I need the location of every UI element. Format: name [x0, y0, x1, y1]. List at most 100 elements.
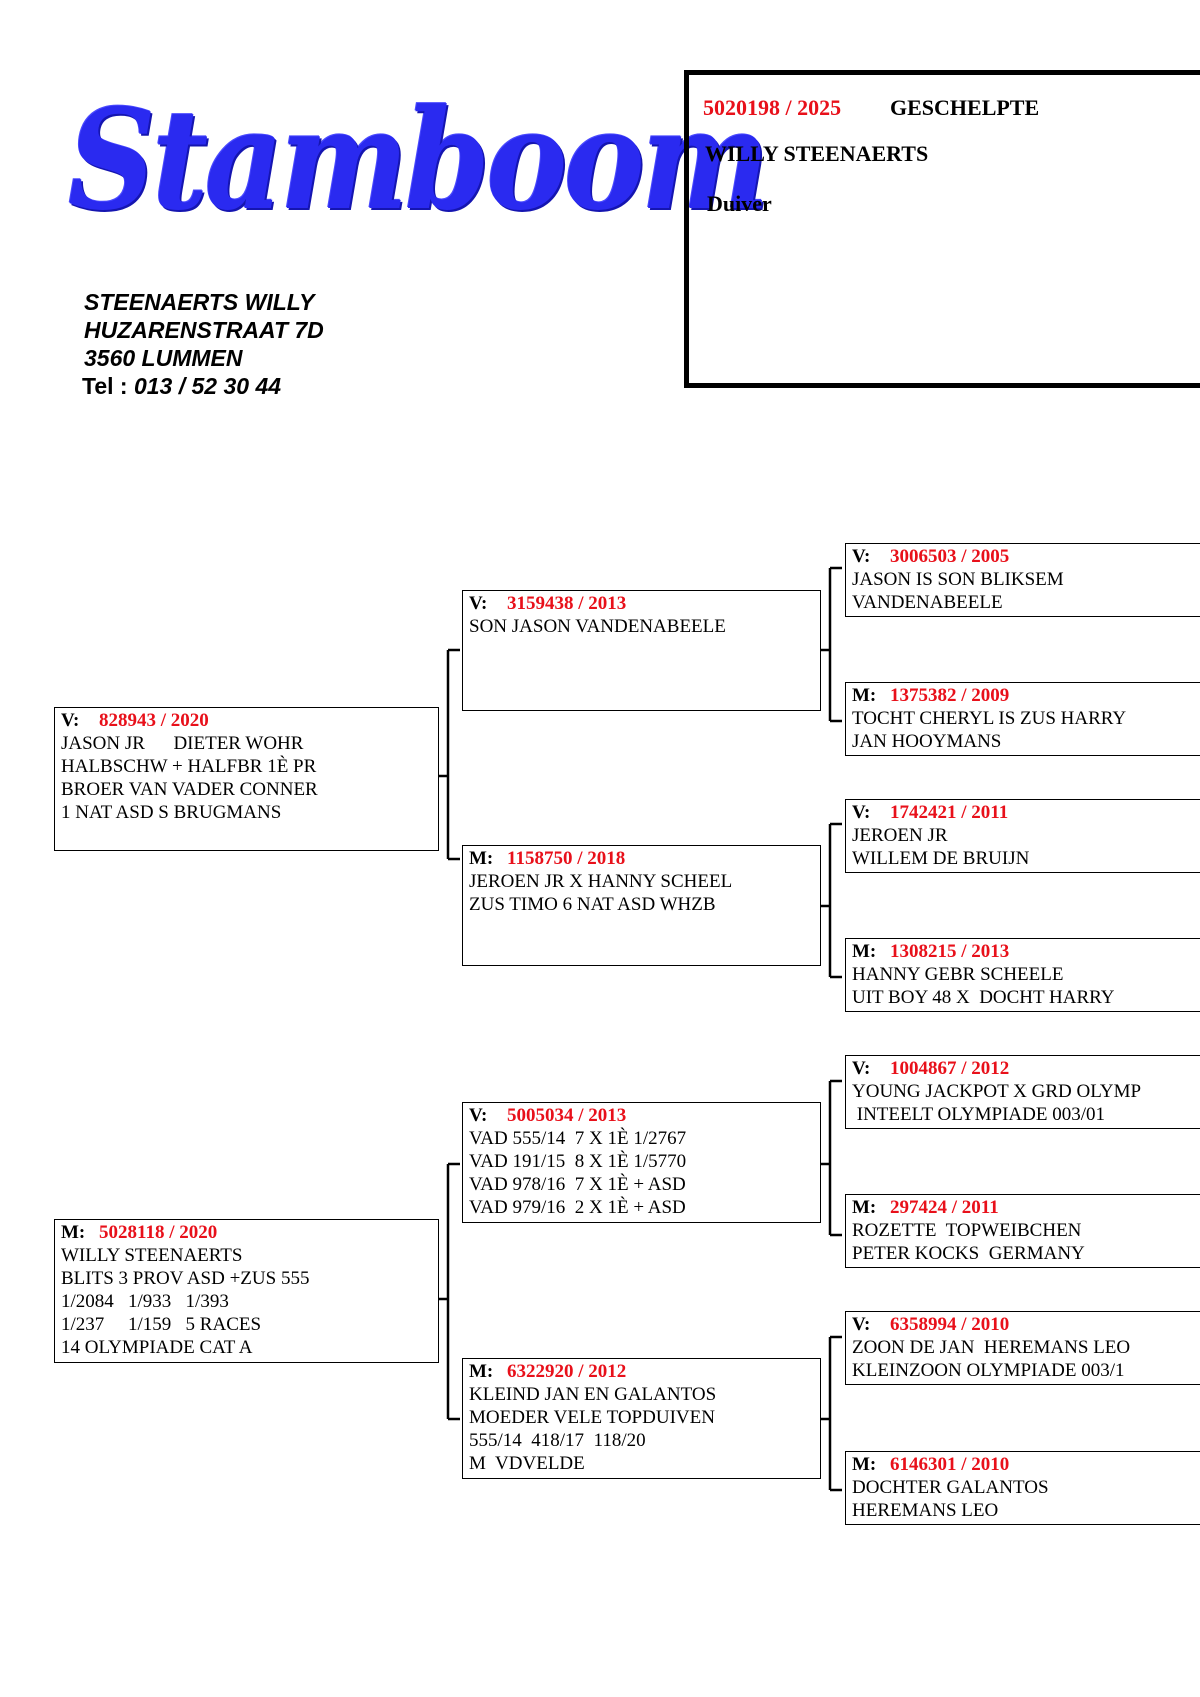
great-grandparent-card-fmm: M: 1308215 / 2013 HANNY GEBR SCHEELE UIT …: [845, 938, 1200, 1012]
mf-header: V: 5005034 / 2013: [469, 1104, 814, 1127]
ffm-line: TOCHT CHERYL IS ZUS HARRY: [852, 708, 1127, 729]
father-line: 1 NAT ASD S BRUGMANS: [61, 802, 282, 823]
mmf-line: KLEINZOON OLYMPIADE 003/1: [852, 1360, 1125, 1381]
mother-line: 14 OLYMPIADE CAT A: [61, 1337, 253, 1358]
mm-ring: 6322920 / 2012: [507, 1361, 627, 1382]
mmm-line: DOCHTER GALANTOS: [852, 1477, 1049, 1498]
grandmother-maternal-card: M:6322920 / 2012 KLEIND JAN EN GALANTOS …: [462, 1358, 821, 1479]
connector-mm: [820, 1335, 842, 1492]
father-line: HALBSCHW + HALFBR 1È PR: [61, 756, 317, 777]
mother-line: 1/2084 1/933 1/393: [61, 1291, 229, 1312]
great-grandparent-card-ffm: M:1375382 / 2009 TOCHT CHERYL IS ZUS HAR…: [845, 682, 1200, 756]
mother-label: M:: [61, 1222, 86, 1243]
ffm-ring: 1375382 / 2009: [890, 685, 1010, 706]
mf-line: VAD 979/16 2 X 1È + ASD: [469, 1197, 686, 1218]
great-grandparent-card-mfm: M: 297424 / 2011 ROZETTE TOPWEIBCHEN PETE…: [845, 1194, 1200, 1268]
address-street: HUZARENSTRAAT 7D: [84, 317, 324, 343]
mf-ring: 5005034 / 2013: [507, 1105, 627, 1126]
mm-line: MOEDER VELE TOPDUIVEN: [469, 1407, 715, 1428]
mm-line: M VDVELDE: [469, 1453, 585, 1474]
mmf-label: V:: [852, 1314, 871, 1335]
mm-line: 555/14 418/17 118/20: [469, 1430, 646, 1451]
mother-card: M: 5028118 / 2020 WILLY STEENAERTS BLITS …: [54, 1219, 439, 1363]
grandfather-maternal-card: V: 5005034 / 2013 VAD 555/14 7 X 1È 1/276…: [462, 1102, 821, 1223]
fm-ring: 1158750 / 2018: [507, 848, 626, 869]
ff-line: SON JASON VANDENABEELE: [469, 616, 726, 637]
mff-label: V:: [852, 1058, 871, 1079]
connector-ff: [820, 566, 842, 723]
mother-line: WILLY STEENAERTS: [61, 1245, 243, 1266]
mm-line: KLEIND JAN EN GALANTOS: [469, 1384, 717, 1405]
father-label: V:: [61, 710, 80, 731]
mother-line: BLITS 3 PROV ASD +ZUS 555: [61, 1268, 310, 1289]
mm-header: M: 6322920 / 2012: [469, 1360, 814, 1383]
fmm-line: UIT BOY 48 X DOCHT HARRY: [852, 987, 1115, 1008]
great-grandparent-card-mmm: M: 6146301 / 2010 DOCHTER GALANTOS HEREMA…: [845, 1451, 1200, 1525]
grandmother-paternal-card: M: 1158750 / 2018 JEROEN JR X HANNY SCHEE…: [462, 845, 821, 966]
mmm-label: M:: [852, 1454, 877, 1475]
fmm-ring: 1308215 / 2013: [890, 941, 1010, 962]
fff-line: VANDENABEELE: [852, 592, 1003, 613]
ff-label: V:: [469, 593, 488, 614]
pigeon-owner: WILLY STEENAERTS: [705, 141, 929, 166]
mother-ring: 5028118 / 2020: [99, 1222, 218, 1243]
mmm-line: HEREMANS LEO: [852, 1500, 999, 1521]
mff-header: V: 1004867 / 2012: [852, 1057, 1194, 1080]
ffm-header: M:1375382 / 2009: [852, 684, 1194, 707]
fm-line: ZUS TIMO 6 NAT ASD WHZB: [469, 894, 716, 915]
mmm-header: M: 6146301 / 2010: [852, 1453, 1194, 1476]
address-name: STEENAERTS WILLY: [84, 289, 315, 315]
ffm-line: JAN HOOYMANS: [852, 731, 1002, 752]
fm-line: JEROEN JR X HANNY SCHEEL: [469, 871, 733, 892]
fff-header: V:3006503 / 2005: [852, 545, 1194, 568]
fmf-line: WILLEM DE BRUIJN: [852, 848, 1030, 869]
father-line: BROER VAN VADER CONNER: [61, 779, 318, 800]
mf-line: VAD 555/14 7 X 1È 1/2767: [469, 1128, 687, 1149]
connector-mf: [820, 1079, 842, 1237]
mother-header: M: 5028118 / 2020: [61, 1221, 432, 1244]
connector-mother: [438, 1162, 460, 1421]
phone-label: Tel :: [82, 373, 128, 399]
mm-label: M:: [469, 1361, 494, 1382]
fmm-line: HANNY GEBR SCHEELE: [852, 964, 1064, 985]
mfm-header: M: 297424 / 2011: [852, 1196, 1194, 1219]
connector-father: [438, 648, 460, 861]
fff-line: JASON IS SON BLIKSEM: [852, 569, 1064, 590]
fmf-label: V:: [852, 802, 871, 823]
mmm-ring: 6146301 / 2010: [890, 1454, 1010, 1475]
ff-ring: 3159438 / 2013: [507, 593, 627, 614]
mf-label: V:: [469, 1105, 488, 1126]
mf-line: VAD 191/15 8 X 1È 1/5770: [469, 1151, 687, 1172]
mmf-ring: 6358994 / 2010: [890, 1314, 1010, 1335]
fmm-label: M:: [852, 941, 877, 962]
great-grandparent-card-mff: V: 1004867 / 2012 YOUNG JACKPOT X GRD OLY…: [845, 1055, 1200, 1129]
pigeon-color: GESCHELPTE: [890, 95, 1040, 120]
father-header: V:828943 / 2020: [61, 709, 432, 732]
fm-label: M:: [469, 848, 494, 869]
mfm-line: PETER KOCKS GERMANY: [852, 1243, 1085, 1264]
fmf-ring: 1742421 / 2011: [890, 802, 1009, 823]
mf-line: VAD 978/16 7 X 1È + ASD: [469, 1174, 686, 1195]
phone-number: 013 / 52 30 44: [127, 373, 282, 399]
ff-header: V: 3159438 / 2013: [469, 592, 814, 615]
address-phone: Tel : 013 / 52 30 44: [82, 372, 324, 400]
mfm-ring: 297424 / 2011: [890, 1197, 999, 1218]
great-grandparent-card-mmf: V: 6358994 / 2010 ZOON DE JAN HEREMANS LE…: [845, 1311, 1200, 1385]
mff-ring: 1004867 / 2012: [890, 1058, 1010, 1079]
mff-line: INTEELT OLYMPIADE 003/01: [852, 1104, 1106, 1125]
fff-ring: 3006503 / 2005: [890, 546, 1010, 567]
mfm-label: M:: [852, 1197, 877, 1218]
fmf-header: V: 1742421 / 2011: [852, 801, 1194, 824]
mfm-line: ROZETTE TOPWEIBCHEN: [852, 1220, 1082, 1241]
grandfather-paternal-card: V: 3159438 / 2013 SON JASON VANDENABEELE: [462, 590, 821, 711]
fmf-line: JEROEN JR: [852, 825, 948, 846]
mff-line: YOUNG JACKPOT X GRD OLYMP: [852, 1081, 1142, 1102]
connector-fm: [820, 822, 842, 979]
great-grandparent-card-fff: V:3006503 / 2005 JASON IS SON BLIKSEM VA…: [845, 543, 1200, 617]
mmf-line: ZOON DE JAN HEREMANS LEO: [852, 1337, 1131, 1358]
pigeon-sex: Duiver: [707, 191, 772, 216]
fmm-header: M: 1308215 / 2013: [852, 940, 1194, 963]
mmf-header: V: 6358994 / 2010: [852, 1313, 1194, 1336]
fm-header: M: 1158750 / 2018: [469, 847, 814, 870]
